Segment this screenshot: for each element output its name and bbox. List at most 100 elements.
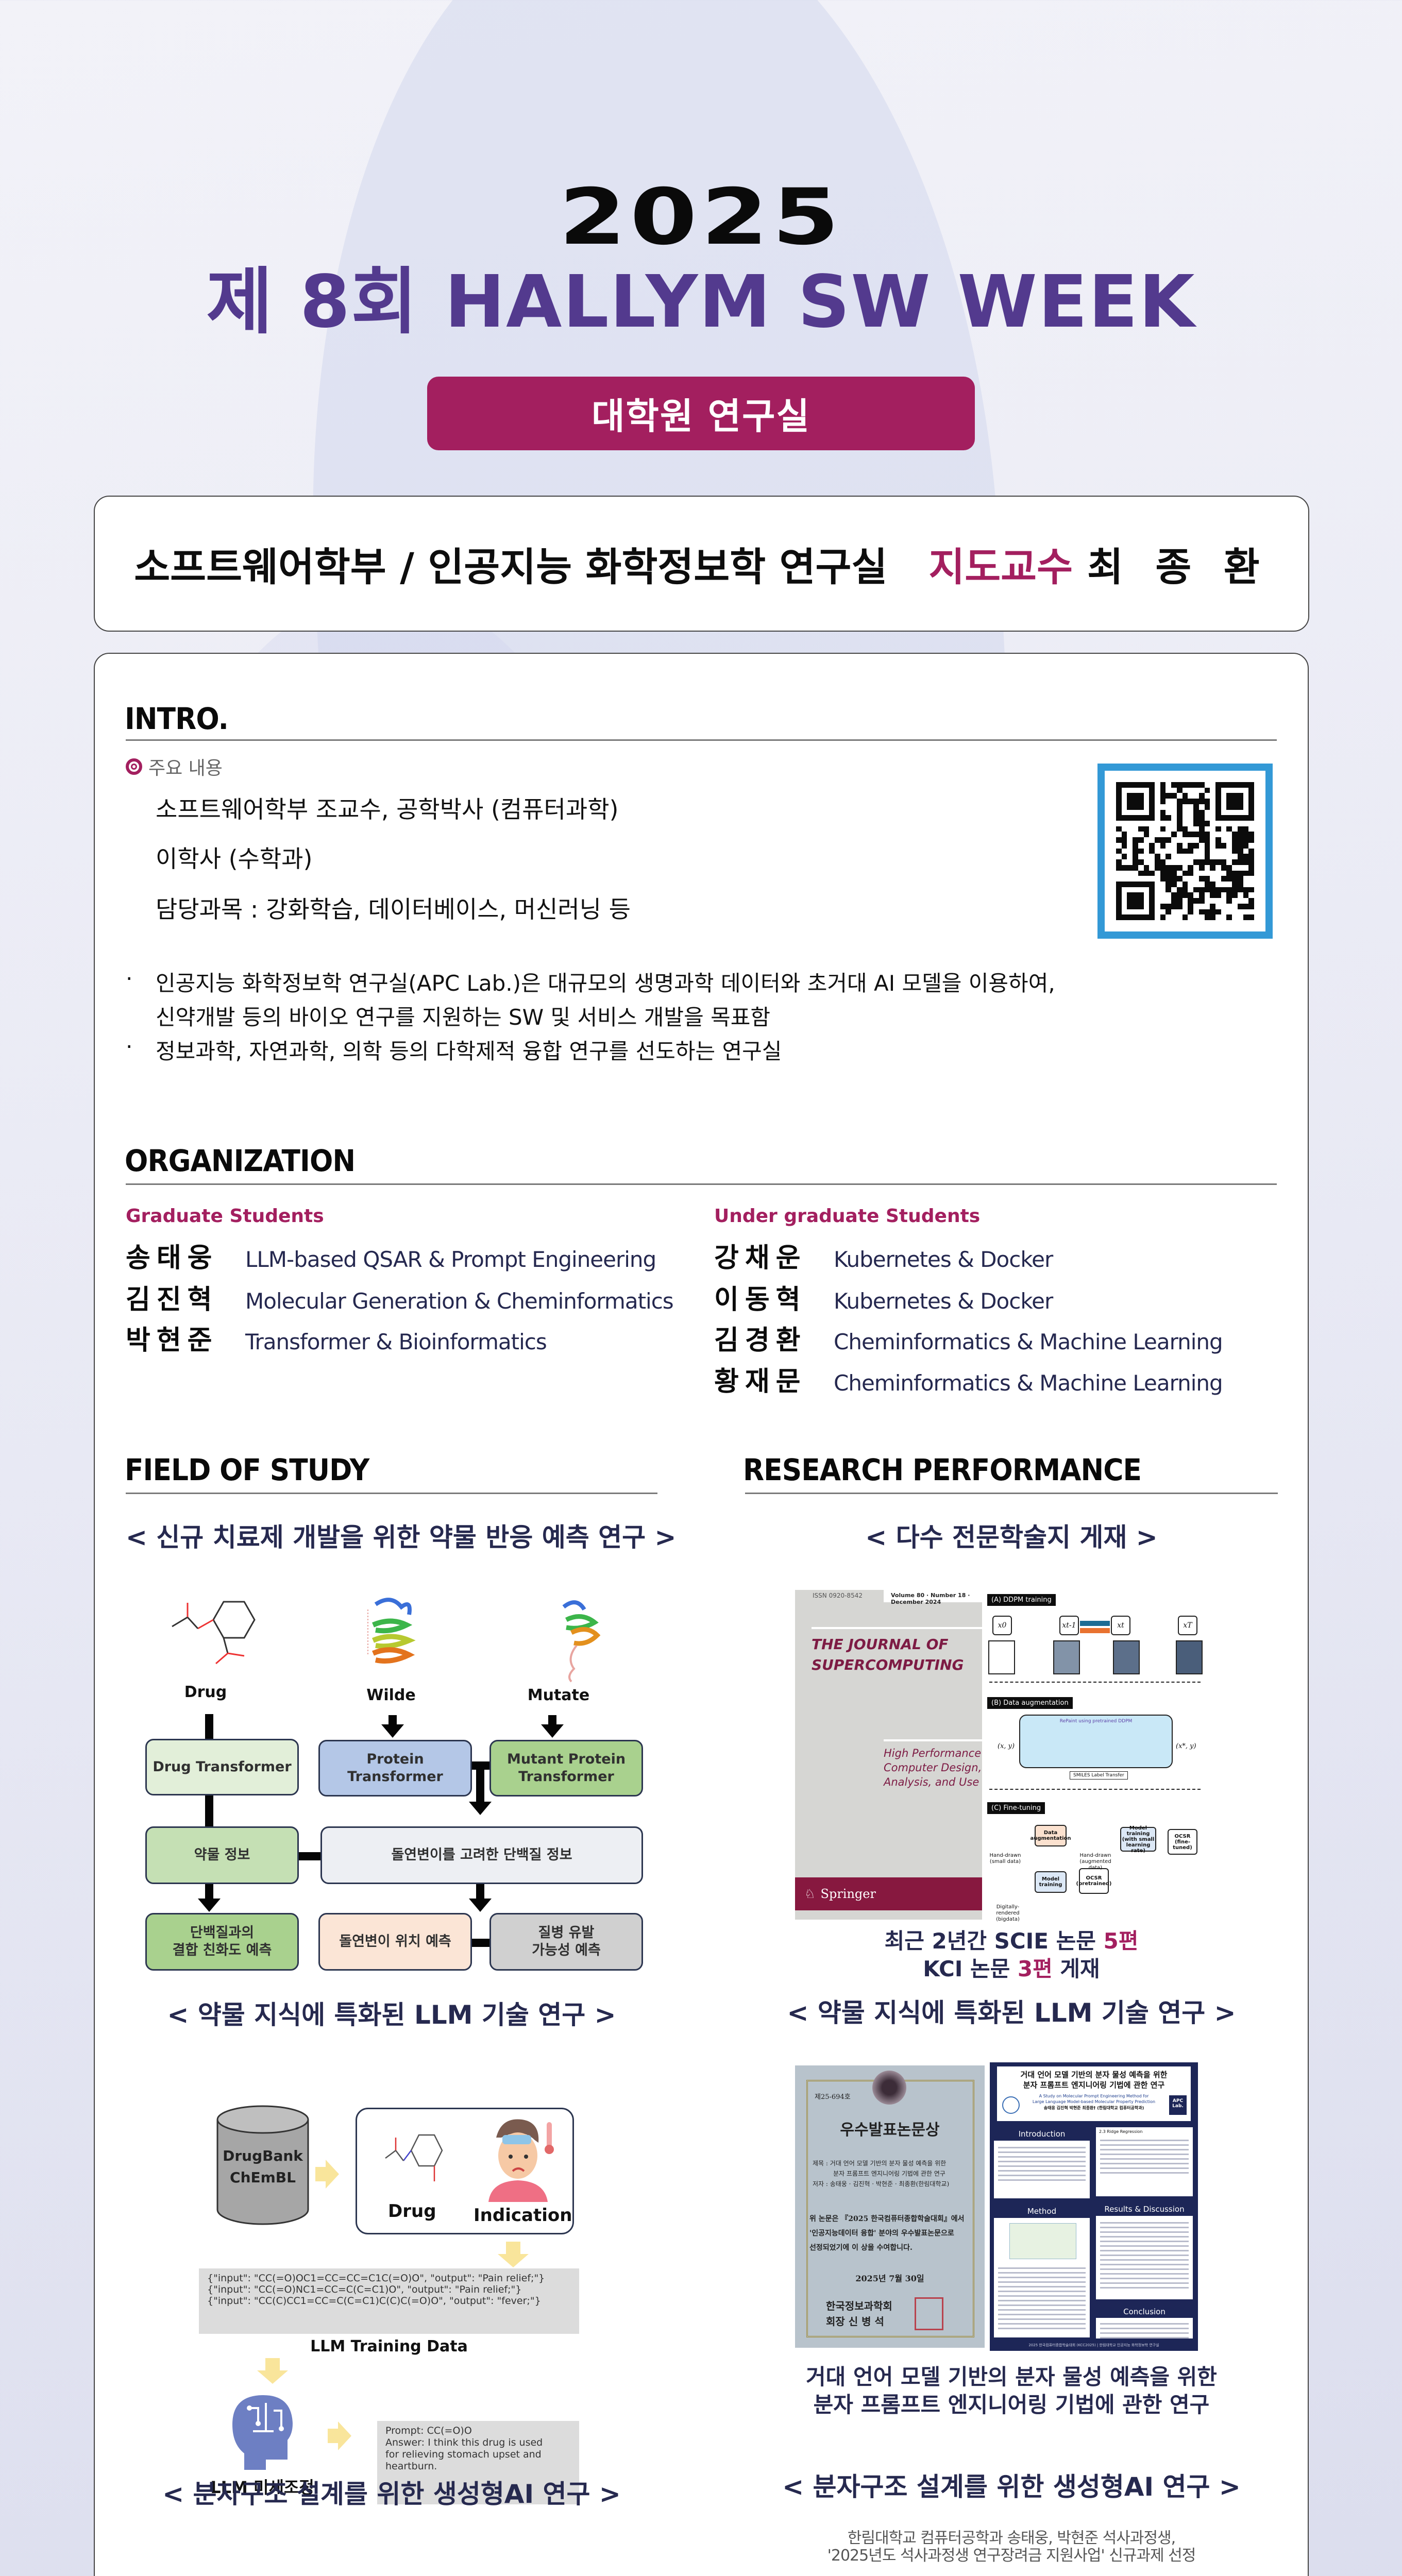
connector <box>205 1884 213 1900</box>
arrow-right-icon <box>328 2421 351 2450</box>
member-row: 박현준 Transformer & Bioinformatics <box>126 1318 547 1357</box>
arrow-down-icon <box>381 1724 404 1738</box>
figure-title: < 다수 전문학술지 게재 > <box>865 1522 1158 1552</box>
arrow-down-icon <box>541 1724 564 1738</box>
qr-code-pattern <box>1116 782 1254 920</box>
training-data-caption: LLM Training Data <box>310 2337 468 2355</box>
member-topic: LLM-based QSAR & Prompt Engineering <box>245 1247 656 1272</box>
forward-arrow <box>1080 1621 1110 1626</box>
figure-title: < 약물 지식에 특화된 LLM 기술 연구 > <box>787 1998 1236 2028</box>
section-divider <box>126 1493 657 1494</box>
section-divider <box>745 1493 1278 1494</box>
main-content-panel: INTRO. 주요 내용 소프트웨어학부 조교수, 공학박사 (컴퓨터과학) 이… <box>94 653 1309 2576</box>
conference-poster: 거대 언어 모델 기반의 분자 물성 예측을 위한 분자 프롬프트 엔지니어링 … <box>990 2062 1198 2351</box>
profile-line: 담당과목 : 강화학습, 데이터베이스, 머신러닝 등 <box>156 895 631 923</box>
connector <box>476 1761 484 1803</box>
kci-count: 3편 <box>1017 1956 1053 1981</box>
award-certificate: 제25-694호 우수발표논문상 제목 : 거대 언어 모델 기반의 분자 물성… <box>795 2065 985 2348</box>
badge-label: 대학원 연구실 <box>592 395 810 437</box>
intro-bullet: · 인공지능 화학정보학 연구실(APC Lab.)은 대규모의 생명과학 데이… <box>126 966 1055 997</box>
bullet-text: 정보과학, 자연과학, 의학 등의 다학제적 융합 연구를 선도하는 연구실 <box>156 1039 782 1064</box>
member-name: 송태웅 <box>126 1243 218 1274</box>
mutant-protein-icon <box>562 1600 601 1683</box>
qr-code[interactable] <box>1097 764 1273 939</box>
member-row: 김진혁 Molecular Generation & Cheminformati… <box>126 1278 674 1316</box>
advisor-name: 최 종 환 <box>1087 544 1269 590</box>
member-name: 김진혁 <box>126 1284 218 1315</box>
bullet-text: 인공지능 화학정보학 연구실(APC Lab.)은 대규모의 생명과학 데이터와… <box>156 971 1055 996</box>
member-row: 김경환 Cheminformatics & Machine Learning <box>714 1318 1223 1357</box>
mutation-site-box: 돌연변이 위치 예측 <box>318 1913 472 1971</box>
drug-indication-box: Drug Indication <box>356 2108 574 2234</box>
field-of-study-title: FIELD OF STUDY <box>125 1452 369 1487</box>
target-icon <box>126 758 142 775</box>
section-divider <box>126 739 1277 741</box>
graduate-students-title: Graduate Students <box>126 1206 324 1227</box>
event-year: 2025 <box>559 173 843 262</box>
member-name: 이동혁 <box>714 1284 807 1315</box>
finetune-label: LLM 미세조정 <box>210 2478 314 2497</box>
drug-info-box: 약물 정보 <box>145 1826 299 1884</box>
drug-transformer-box: Drug Transformer <box>145 1739 299 1795</box>
figure-title: < 분자구조 설계를 위한 생성형AI 연구 > <box>782 2472 1241 2502</box>
springer-horse-icon: ♘ <box>804 1887 816 1901</box>
member-row: 강채운 Kubernetes & Docker <box>714 1236 1053 1275</box>
member-row: 송태웅 LLM-based QSAR & Prompt Engineering <box>126 1236 656 1275</box>
training-data-box: {"input": "CC(=O)OC1=CC=CC=C1C(=O)O", "o… <box>199 2268 579 2334</box>
backward-arrow <box>1080 1628 1110 1633</box>
affinity-prediction-box: 단백질과의 결합 친화도 예측 <box>145 1913 299 1971</box>
journal-cover: ISSN 0920-8542 Volume 80 · Number 18 · D… <box>795 1590 982 1920</box>
aspirin-structure-icon <box>172 1601 256 1665</box>
answer-box: Prompt: CC(=O)O Answer: I think this dru… <box>377 2421 579 2504</box>
arrow-down-icon <box>469 1899 492 1912</box>
profile-line: 이학사 (수학과) <box>156 845 313 873</box>
event-title: 제 8회 HALLYM SW WEEK <box>206 260 1196 344</box>
organization-title: ORGANIZATION <box>125 1143 356 1178</box>
database-icon <box>216 2105 309 2225</box>
intro-label-text: 주요 내용 <box>148 758 223 779</box>
scie-count: 5편 <box>1103 1928 1139 1954</box>
wild-protein-icon <box>367 1598 416 1664</box>
bullet-mark: · <box>126 966 133 991</box>
connector <box>205 1795 213 1826</box>
member-topic: Transformer & Bioinformatics <box>245 1329 547 1354</box>
input-label: Drug <box>184 1683 227 1701</box>
news-headline: 한림대학교 컴퓨터공학과 송태웅, 박현준 석사과정생, '2025년도 석사과… <box>827 2529 1196 2565</box>
ai-brain-head-icon <box>232 2395 293 2470</box>
profile-line: 소프트웨어학부 조교수, 공학박사 (컴퓨터과학) <box>156 795 619 823</box>
intro-label: 주요 내용 <box>126 753 223 780</box>
emblem-icon <box>872 2071 906 2105</box>
figure-title: < 약물 지식에 특화된 LLM 기술 연구 > <box>167 2000 616 2030</box>
research-performance-title: RESEARCH PERFORMANCE <box>743 1452 1142 1487</box>
member-row: 황재문 Cheminformatics & Machine Learning <box>714 1360 1223 1398</box>
connector <box>205 1714 213 1739</box>
sick-person-icon <box>488 2119 554 2202</box>
database-label: DrugBank ChEmBL <box>223 2147 303 2186</box>
arrow-down-icon <box>257 2358 288 2384</box>
drug-structure-icon <box>385 2134 443 2181</box>
publisher-band: ♘ Springer <box>795 1877 982 1910</box>
figure-caption: 최근 2년간 SCIE 논문 5편 KCI 논문 3편 게재 <box>884 1928 1139 1981</box>
protein-info-box: 돌연변이를 고려한 단백질 정보 <box>320 1826 643 1884</box>
member-topic: Molecular Generation & Cheminformatics <box>245 1289 674 1314</box>
category-badge: 대학원 연구실 <box>427 377 975 450</box>
arrow-down-icon <box>498 2242 529 2267</box>
drug-label: Drug <box>388 2201 436 2222</box>
member-topic: Kubernetes & Docker <box>834 1289 1053 1314</box>
member-topic: Cheminformatics & Machine Learning <box>834 1370 1223 1396</box>
figure-title: < 신규 치료제 개발을 위한 약물 반응 예측 연구 > <box>126 1522 677 1552</box>
connector <box>299 1852 320 1860</box>
apc-lab-logo: APC Lab. <box>1169 2095 1187 2115</box>
member-name: 강채운 <box>714 1243 807 1274</box>
official-seal-icon <box>915 2297 943 2330</box>
member-name: 황재문 <box>714 1366 807 1397</box>
indication-label: Indication <box>474 2205 572 2226</box>
undergraduate-students-title: Under graduate Students <box>714 1206 981 1227</box>
intro-title: INTRO. <box>125 701 229 736</box>
arrow-down-icon <box>198 1899 221 1912</box>
lab-name: 소프트웨어학부 / 인공지능 화학정보학 연구실 <box>134 544 888 590</box>
figure-title: < 분자구조 설계를 위한 생성형AI 연구 > <box>162 2479 621 2509</box>
protein-transformer-box: Protein Transformer <box>318 1740 472 1797</box>
